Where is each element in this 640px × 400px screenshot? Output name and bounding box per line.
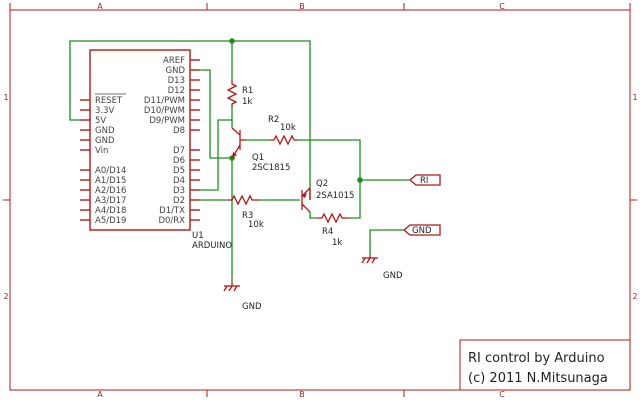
pin-d7: D7 — [173, 146, 185, 156]
port-ri-label: RI — [420, 176, 428, 186]
pin-a3: A3/D17 — [95, 196, 126, 206]
pin-vin: Vin — [95, 146, 108, 156]
pin-a1: A1/D15 — [95, 176, 126, 186]
arduino-u1: RESET 3.3V 5V GND GND Vin A0/D14 A1/D15 … — [80, 49, 232, 251]
pin-gnd-right: GND — [166, 66, 186, 76]
pin-gnd-left-1: GND — [95, 126, 115, 136]
pin-d2: D2 — [173, 196, 185, 206]
pin-d1: D1/TX — [159, 206, 185, 216]
pin-d10: D10/PWM — [144, 106, 185, 116]
pin-d11: D11/PWM — [144, 96, 185, 106]
left-pin-labels: RESET 3.3V 5V GND GND Vin A0/D14 A1/D15 … — [95, 93, 126, 226]
r4-value: 1k — [332, 238, 342, 248]
port-ri: RI — [408, 174, 441, 186]
pin-gnd-left-2: GND — [95, 136, 115, 146]
resistor-r1: R1 1k — [226, 80, 253, 108]
r3-ref: R3 — [242, 211, 253, 221]
pin-a4: A4/D18 — [95, 206, 126, 216]
pin-d13: D13 — [168, 76, 185, 86]
resistor-r3: R3 10k — [228, 194, 264, 230]
col-label-b-bottom: B — [299, 390, 305, 399]
pin-d12: D12 — [168, 86, 185, 96]
pin-d9: D9/PWM — [149, 116, 185, 126]
transistor-q2: Q2 2SA1015 — [301, 179, 354, 213]
r1-ref: R1 — [242, 86, 253, 96]
q2-ref: Q2 — [316, 179, 328, 189]
pin-5v: 5V — [95, 116, 106, 126]
col-label-c-bottom: C — [499, 390, 505, 399]
ground-label-1: GND — [242, 302, 262, 312]
junctions — [229, 38, 363, 183]
pin-3v3: 3.3V — [95, 106, 115, 116]
pin-d5: D5 — [173, 166, 185, 176]
resistor-r4: R4 1k — [318, 212, 350, 248]
title-line-2: (c) 2011 N.Mitsunaga — [468, 371, 608, 386]
port-gnd: GND — [402, 224, 441, 236]
pin-a5: A5/D19 — [95, 216, 126, 226]
resistor-r2: R2 10k — [268, 115, 298, 146]
title-block: RI control by Arduino (c) 2011 N.Mitsuna… — [459, 339, 631, 391]
ground-symbol-1: GND — [223, 282, 262, 312]
pin-d0: D0/RX — [158, 216, 185, 226]
ground-symbol-2: GND — [361, 255, 403, 281]
r4-ref: R4 — [322, 227, 333, 237]
u1-ref: U1 — [192, 231, 204, 241]
r2-ref: R2 — [268, 115, 279, 125]
wires — [69, 40, 410, 282]
q1-ref: Q1 — [252, 153, 264, 163]
col-label-a-bottom: A — [97, 390, 103, 399]
r2-value: 10k — [280, 123, 296, 133]
pin-d8: D8 — [173, 126, 185, 136]
pin-d3: D3 — [173, 186, 185, 196]
title-line-1: RI control by Arduino — [468, 351, 605, 366]
pin-a0: A0/D14 — [95, 166, 126, 176]
col-label-b: B — [299, 2, 305, 11]
right-pin-labels: AREF GND D13 D12 D11/PWM D10/PWM D9/PWM … — [144, 56, 186, 226]
q1-value: 2SC1815 — [252, 163, 290, 173]
q2-value: 2SA1015 — [316, 191, 354, 201]
drawing-frame: A B C A B C 1 2 1 2 — [3, 2, 638, 399]
ground-label-2: GND — [383, 271, 403, 281]
pin-d6: D6 — [173, 156, 185, 166]
u1-value: ARDUINO — [192, 241, 232, 251]
row-label-2: 2 — [3, 292, 8, 301]
row-label-1-right: 1 — [632, 93, 637, 102]
pin-aref: AREF — [163, 56, 185, 66]
port-gnd-label: GND — [412, 226, 432, 236]
pin-d4: D4 — [173, 176, 185, 186]
pin-reset: RESET — [95, 96, 123, 106]
pin-a2: A2/D16 — [95, 186, 126, 196]
col-label-a: A — [97, 2, 103, 11]
r1-value: 1k — [242, 97, 252, 107]
transistor-q1: Q1 2SC1815 — [231, 127, 290, 173]
r3-value: 10k — [248, 220, 264, 230]
col-label-c: C — [499, 2, 505, 11]
row-label-1: 1 — [3, 93, 8, 102]
row-label-2-right: 2 — [632, 292, 637, 301]
